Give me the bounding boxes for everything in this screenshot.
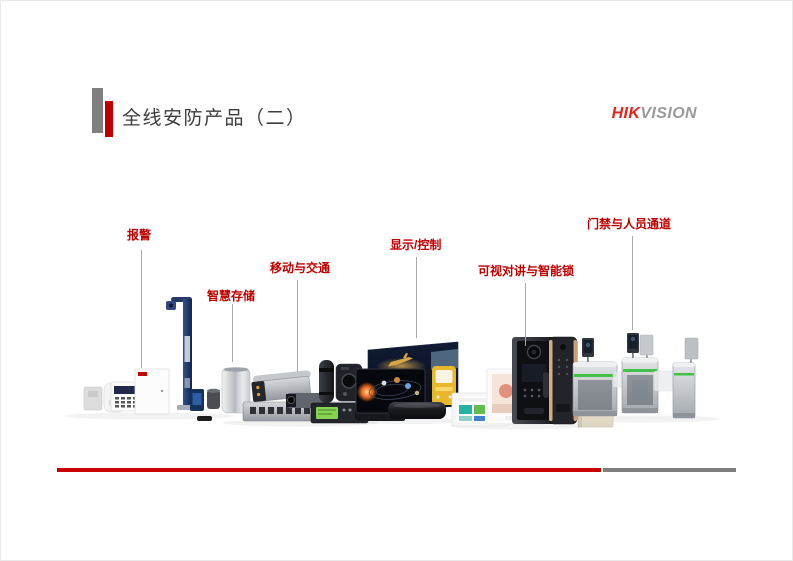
alarm-control-cabinet: [134, 368, 170, 415]
nas-smart-storage: [221, 367, 251, 414]
hikvision-logo: HIKVISION: [612, 105, 697, 123]
swing-barrier: [672, 362, 696, 419]
page-title: 全线安防产品（二）: [122, 108, 307, 129]
gate-glass-flap-2: [653, 370, 675, 392]
title-accent-bar-gray: [92, 88, 103, 133]
siren-cylinder: [207, 388, 220, 409]
speed-gate-turnstile-2: [621, 357, 659, 414]
face-terminal-2: [627, 333, 639, 359]
door-station: [512, 337, 556, 424]
wireless-usb-dongle: [197, 416, 212, 421]
logo-text-vision: VISION: [640, 105, 697, 122]
leader-line-storage: [232, 304, 233, 362]
swing-barrier-terminal: [684, 337, 699, 364]
category-label-alarm: 报警: [127, 228, 152, 242]
logo-text-hik: HIK: [611, 105, 641, 122]
bullet-camera-cylinder: [319, 360, 334, 403]
leader-line-access: [632, 236, 633, 330]
footer-divider-red: [57, 468, 601, 472]
media-player-box: [388, 402, 446, 419]
leader-line-intercom: [525, 283, 526, 346]
smart-door-lock: [543, 336, 578, 425]
face-recognition-terminal: [582, 338, 594, 363]
title-accent-bar-red: [105, 101, 113, 137]
category-label-intercom: 可视对讲与智能锁: [478, 264, 575, 278]
leader-line-alarm: [141, 250, 142, 368]
category-label-storage: 智慧存储: [207, 289, 256, 303]
footer-divider-gray: [603, 468, 736, 472]
category-label-access: 门禁与人员通道: [587, 217, 672, 231]
panic-alarm-station: [190, 389, 204, 411]
leader-line-mobile: [297, 280, 298, 372]
speed-gate-turnstile: [572, 361, 618, 417]
leader-line-display: [416, 257, 417, 338]
door-contact-sensor: [83, 386, 103, 411]
category-label-display: 显示/控制: [390, 238, 442, 252]
info-panel: [639, 334, 654, 360]
category-label-mobile: 移动与交通: [270, 261, 331, 275]
